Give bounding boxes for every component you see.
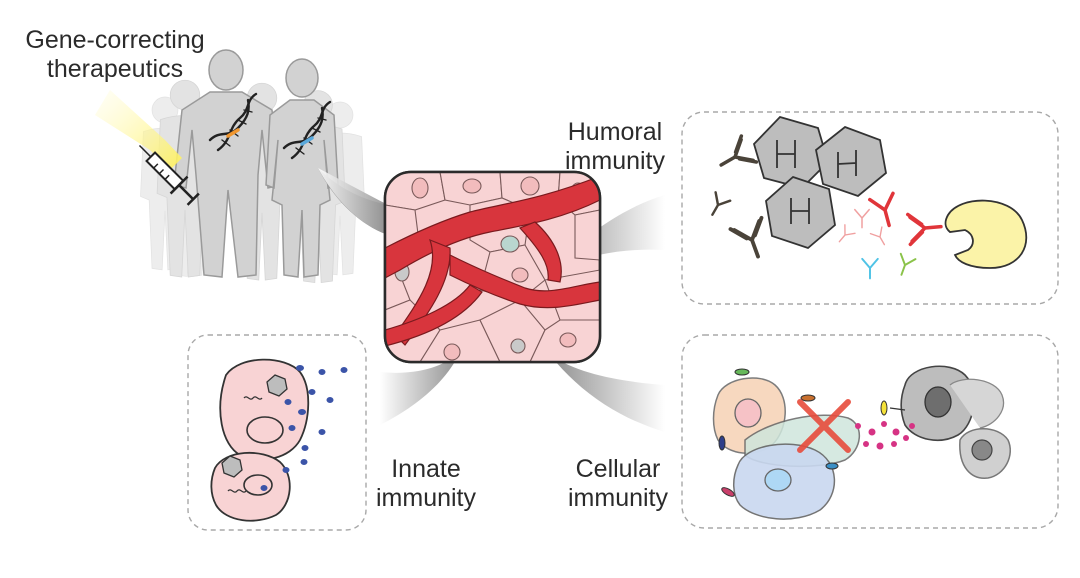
label-line: immunity bbox=[564, 147, 665, 175]
human-figures bbox=[140, 49, 365, 284]
label-innate-immunity: Innate immunity bbox=[372, 455, 480, 513]
aav-capsid-icon bbox=[221, 374, 288, 478]
label-line: Humoral bbox=[567, 118, 663, 146]
label-line: Cellular bbox=[575, 455, 661, 483]
label-line: Gene-correcting bbox=[25, 26, 205, 54]
funnel-from-humans bbox=[318, 168, 388, 235]
dna-helix-icon bbox=[208, 92, 258, 152]
label-humoral-immunity: Humoral immunity bbox=[560, 118, 670, 176]
funnel-to-innate bbox=[380, 352, 460, 425]
dna-helix-icon bbox=[282, 100, 332, 160]
antibody-icon bbox=[711, 134, 943, 280]
label-line: immunity bbox=[567, 484, 668, 512]
cellular-panel bbox=[681, 334, 1059, 529]
antigen-shape bbox=[944, 199, 1028, 269]
innate-panel bbox=[187, 334, 367, 531]
syringe-glow bbox=[95, 90, 182, 170]
label-cellular-immunity: Cellular immunity bbox=[562, 455, 674, 513]
funnel-to-cellular bbox=[550, 355, 665, 432]
aav-capsid-icon bbox=[752, 115, 887, 250]
label-line: immunity bbox=[375, 484, 476, 512]
label-line: therapeutics bbox=[46, 55, 184, 83]
cross-icon bbox=[797, 399, 851, 453]
syringe-icon bbox=[138, 144, 200, 206]
label-gene-correcting-therapeutics: Gene-correcting therapeutics bbox=[10, 26, 220, 84]
cytokine-dots bbox=[260, 365, 348, 491]
label-line: Innate bbox=[391, 455, 461, 483]
person-female bbox=[265, 58, 339, 278]
cytotoxic-granules bbox=[855, 421, 915, 450]
humoral-panel bbox=[681, 111, 1059, 305]
tissue-block bbox=[383, 170, 602, 364]
